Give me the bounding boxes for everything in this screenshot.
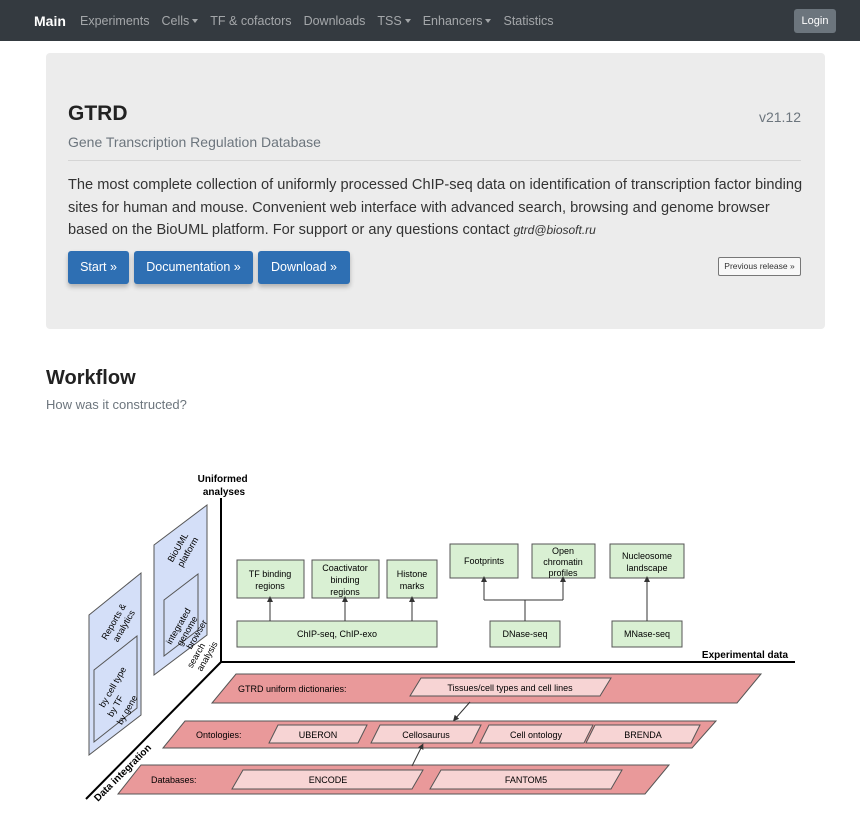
svg-text:Tissues/cell types and cell li: Tissues/cell types and cell lines	[447, 683, 573, 693]
svg-text:GTRD uniform dictionaries:: GTRD uniform dictionaries:	[238, 684, 347, 694]
nav-item-tss[interactable]: TSS	[377, 14, 411, 28]
nav-item-experiments[interactable]: Experiments	[80, 14, 150, 28]
start-button[interactable]: Start »	[68, 251, 129, 284]
mnaseseq-box: MNase-seq	[611, 620, 683, 648]
previous-release-button[interactable]: Previous release »	[718, 257, 801, 276]
dnaseseq-box: DNase-seq	[489, 620, 561, 648]
axis-label-uniformed: Uniformed analyses	[198, 474, 251, 498]
site-title: GTRD	[68, 102, 128, 125]
svg-text:MNase-seq: MNase-seq	[624, 629, 670, 639]
documentation-button[interactable]: Documentation »	[134, 251, 253, 284]
navbar: Main Experiments Cells TF & cofactors Do…	[0, 0, 860, 41]
svg-text:DNase-seq: DNase-seq	[502, 629, 547, 639]
footprints-box: Footprints	[449, 543, 519, 579]
axis-diagonal	[85, 661, 222, 800]
caret-down-icon	[485, 19, 492, 23]
nav-item-enhancers[interactable]: Enhancers	[423, 14, 492, 28]
svg-text:Cellosaurus: Cellosaurus	[402, 730, 450, 740]
caret-down-icon	[192, 19, 199, 23]
svg-text:Footprints: Footprints	[464, 556, 505, 566]
nav-item-tf-cofactors[interactable]: TF & cofactors	[210, 14, 292, 28]
login-button[interactable]: Login	[794, 9, 836, 33]
connectors	[267, 576, 650, 621]
band-connectors	[411, 701, 471, 767]
dictionaries-band: GTRD uniform dictionaries: Tissues/cell …	[210, 673, 763, 704]
svg-text:ChIP-seq, ChIP-exo: ChIP-seq, ChIP-exo	[297, 629, 377, 639]
axis-label-experimental: Experimental data	[702, 650, 789, 661]
support-email: gtrd@biosoft.ru	[513, 223, 596, 237]
nav-item-statistics[interactable]: Statistics	[503, 14, 554, 28]
ontologies-band: Ontologies: UBERON Cellosaurus Cell onto…	[161, 720, 718, 749]
site-subtitle: Gene Transcription Regulation Database	[68, 134, 321, 150]
workflow-diagram: Uniformed analyses Experimental data Dat…	[0, 440, 860, 830]
bioUML-panel: BioUML platform integrated genome browse…	[153, 503, 220, 677]
svg-text:FANTOM5: FANTOM5	[505, 775, 547, 785]
download-button[interactable]: Download »	[258, 251, 350, 284]
databases-band: Databases: ENCODE FANTOM5	[116, 764, 671, 795]
nav-item-cells[interactable]: Cells	[161, 14, 199, 28]
reports-panel: Reports & analytics by cell type by TF b…	[88, 571, 142, 757]
workflow-subtitle: How was it constructed?	[46, 397, 187, 412]
svg-text:Cell ontology: Cell ontology	[510, 730, 563, 740]
chipseq-box: ChIP-seq, ChIP-exo	[236, 620, 438, 648]
version-label: v21.12	[758, 109, 801, 125]
caret-down-icon	[404, 19, 411, 23]
workflow-title: Workflow	[46, 367, 136, 389]
svg-text:Databases:: Databases:	[151, 775, 197, 785]
nav-menu: Experiments Cells TF & cofactors Downloa…	[80, 14, 566, 28]
nav-item-downloads[interactable]: Downloads	[303, 14, 366, 28]
site-description: The most complete collection of uniforml…	[68, 177, 803, 238]
jumbotron: GTRD v21.12 Gene Transcription Regulatio…	[46, 53, 825, 329]
divider	[68, 160, 801, 161]
svg-text:UBERON: UBERON	[299, 730, 338, 740]
svg-text:ENCODE: ENCODE	[309, 775, 348, 785]
svg-text:BRENDA: BRENDA	[624, 730, 662, 740]
svg-text:Ontologies:: Ontologies:	[196, 730, 242, 740]
nav-brand-main[interactable]: Main	[34, 13, 66, 29]
